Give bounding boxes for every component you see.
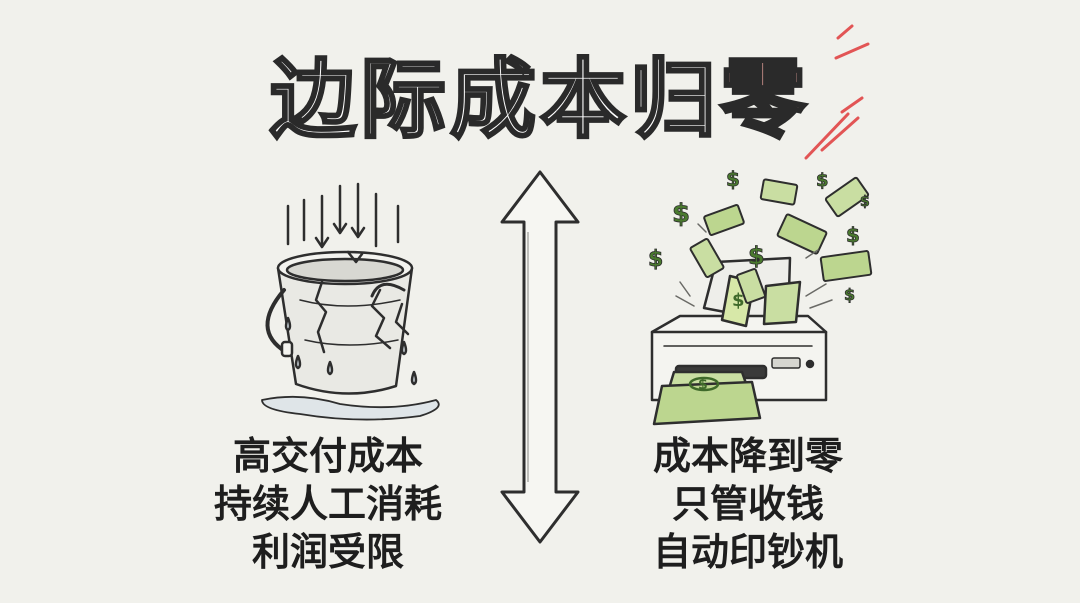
emphasis-marks xyxy=(804,24,870,160)
svg-text:$: $ xyxy=(698,377,708,393)
drip-arrows xyxy=(286,182,400,249)
left-caption: 高交付成本 持续人工消耗 利润受限 xyxy=(148,432,508,576)
svg-text:$: $ xyxy=(860,194,870,210)
svg-text:$: $ xyxy=(748,242,765,270)
dollar-signs: $ $ $ $ $ $ $ $ xyxy=(648,167,871,305)
flying-money xyxy=(689,176,873,304)
title-lead: 边际成本归 xyxy=(269,49,720,152)
svg-text:$: $ xyxy=(846,223,860,247)
double-arrow-icon xyxy=(500,170,580,544)
svg-text:$: $ xyxy=(726,167,740,191)
right-caption-line: 自动印钞机 xyxy=(652,530,843,574)
svg-text:$: $ xyxy=(732,290,745,311)
page-title: 边际成本归零 xyxy=(0,40,1080,160)
right-caption-line: 只管收钱 xyxy=(671,482,824,526)
svg-text:$: $ xyxy=(844,285,855,304)
left-caption-line: 持续人工消耗 xyxy=(213,482,442,526)
right-caption: 成本降到零 只管收钱 自动印钞机 xyxy=(568,432,928,576)
left-caption-line: 利润受限 xyxy=(251,530,404,574)
svg-text:$: $ xyxy=(648,247,663,272)
leaking-bucket-icon xyxy=(261,182,440,421)
right-caption-line: 成本降到零 xyxy=(652,434,843,478)
left-caption-line: 高交付成本 xyxy=(232,434,423,478)
motion-lines xyxy=(675,223,833,309)
money-printer-icon: $ $ xyxy=(650,256,828,426)
title-highlight: 零 xyxy=(719,49,810,152)
svg-text:$: $ xyxy=(672,199,690,229)
svg-text:$: $ xyxy=(816,170,829,191)
